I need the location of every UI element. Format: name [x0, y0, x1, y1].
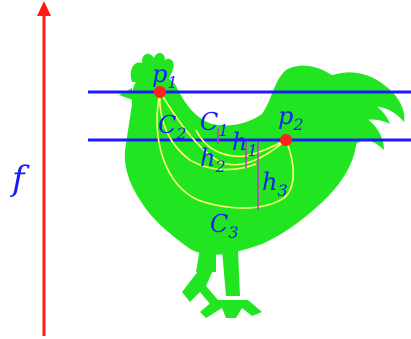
label-h3: h3: [262, 168, 288, 200]
label-h1: h1: [232, 128, 258, 160]
curve-c3: [156, 91, 295, 209]
labels: p1 p2 C1 C2 C3 h1 h2 h3: [152, 60, 304, 242]
point-p1: [154, 86, 166, 98]
label-c3: C3: [210, 210, 239, 242]
label-c1: C1: [200, 108, 229, 140]
label-h2: h2: [200, 144, 226, 176]
label-p1: p1: [152, 60, 178, 92]
curve-c2: [158, 91, 257, 171]
height-segments: [217, 128, 259, 210]
function-axis-arrowhead: [37, 1, 51, 16]
curve-c1: [159, 91, 287, 166]
function-axis-label: f: [9, 159, 30, 199]
label-p2: p2: [278, 102, 304, 134]
label-c2: C2: [158, 111, 187, 143]
point-p2: [280, 134, 292, 146]
